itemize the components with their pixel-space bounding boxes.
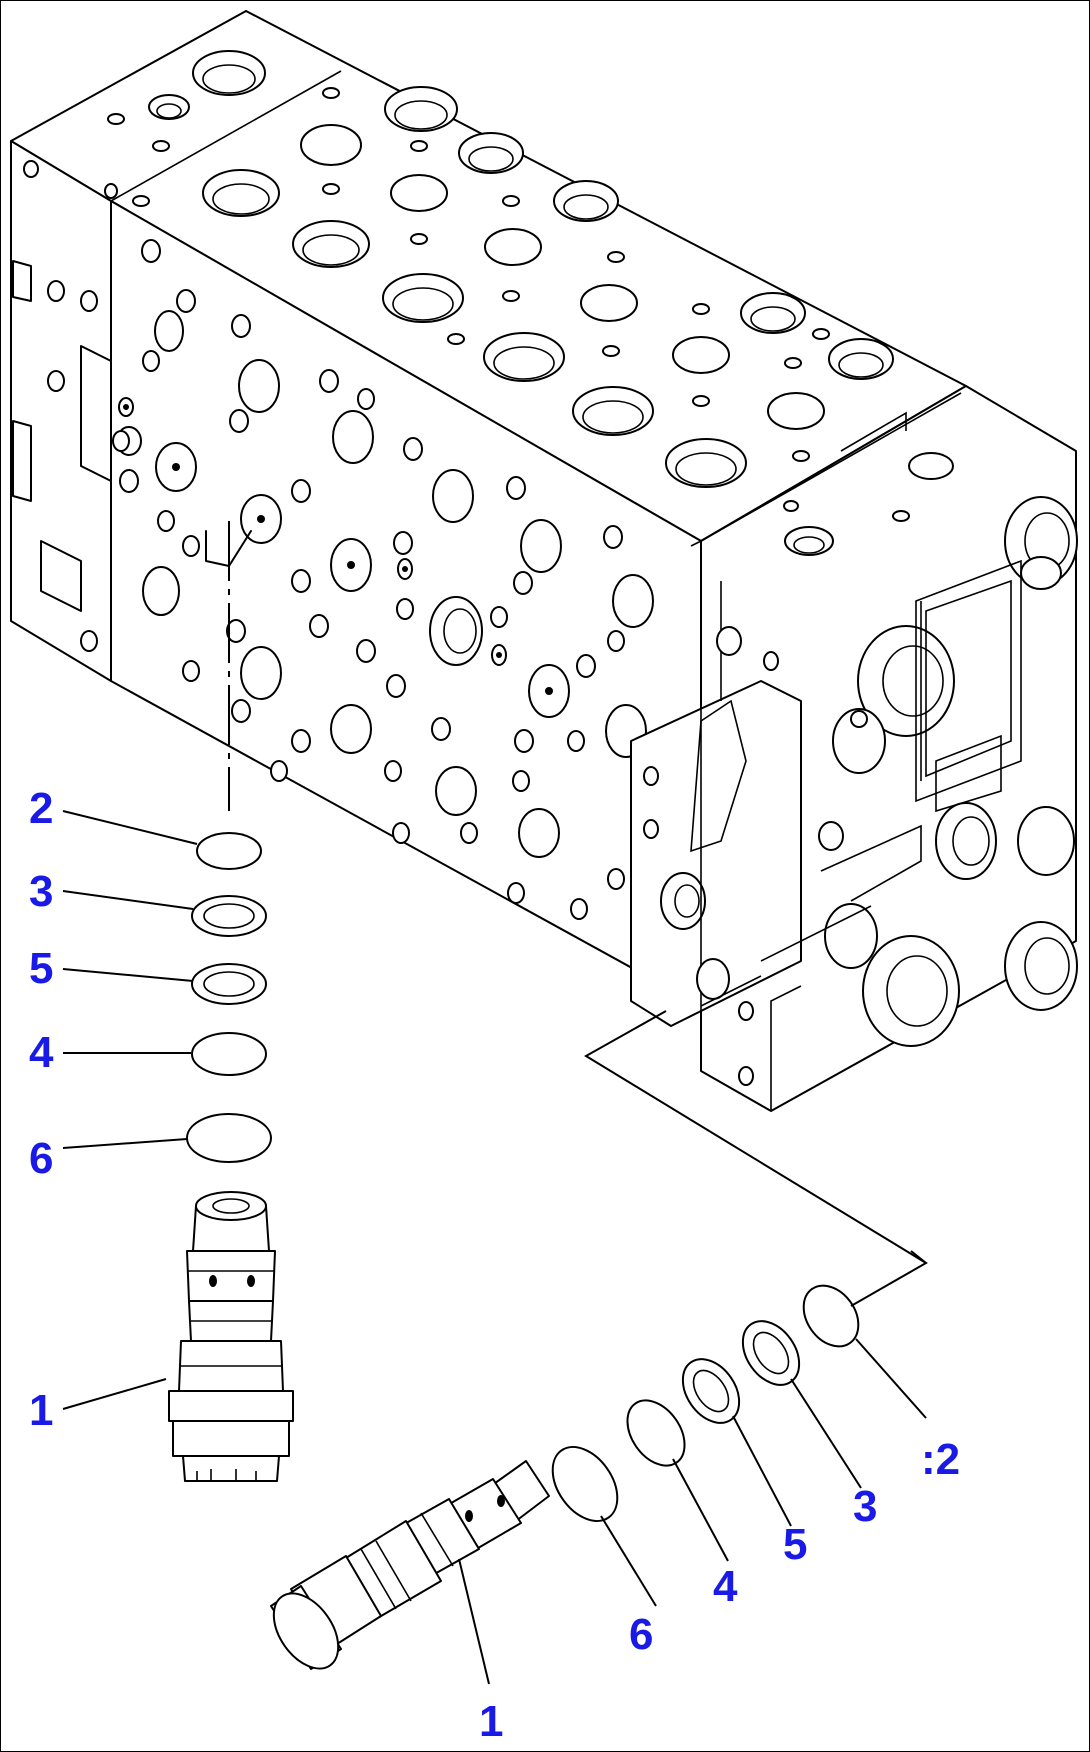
callout-left-6: 6 xyxy=(29,1134,53,1183)
left-part-4 xyxy=(191,1032,267,1076)
left-part-2 xyxy=(196,832,262,870)
callout-labels: 2 3 5 4 6 1 :2 3 5 4 6 1 xyxy=(29,784,960,1746)
callout-left-3: 3 xyxy=(29,867,53,916)
right-part-2 xyxy=(802,1284,860,1348)
right-part-5 xyxy=(681,1358,741,1424)
callout-left-4: 4 xyxy=(29,1028,54,1077)
callout-right-3: 3 xyxy=(853,1482,877,1531)
callout-left-1: 1 xyxy=(29,1386,53,1435)
leader-lines xyxy=(62,810,927,1685)
callout-right-6: 6 xyxy=(629,1610,653,1659)
left-part-6 xyxy=(186,1113,272,1163)
control-valve-block xyxy=(10,10,1078,1112)
front-face-holes xyxy=(23,160,654,920)
right-part-3 xyxy=(741,1320,801,1386)
callout-left-2: 2 xyxy=(29,784,53,833)
right-part-6 xyxy=(551,1446,619,1522)
callout-right-1: 1 xyxy=(479,1697,503,1746)
callout-left-5: 5 xyxy=(29,944,53,993)
left-part-3 xyxy=(191,895,267,937)
top-ports xyxy=(107,50,954,556)
callout-right-2: :2 xyxy=(921,1435,960,1484)
left-part-5 xyxy=(191,963,267,1005)
right-parts-stack xyxy=(270,1284,860,1670)
left-valve-cartridge xyxy=(168,1191,294,1482)
callout-right-4: 4 xyxy=(713,1562,738,1611)
right-valve-cartridge xyxy=(270,1460,550,1670)
right-part-4 xyxy=(626,1399,686,1467)
callout-right-5: 5 xyxy=(783,1520,807,1569)
end-cap-fittings xyxy=(630,496,1078,1111)
left-parts-stack xyxy=(168,832,294,1482)
projection-lines xyxy=(205,521,928,1307)
